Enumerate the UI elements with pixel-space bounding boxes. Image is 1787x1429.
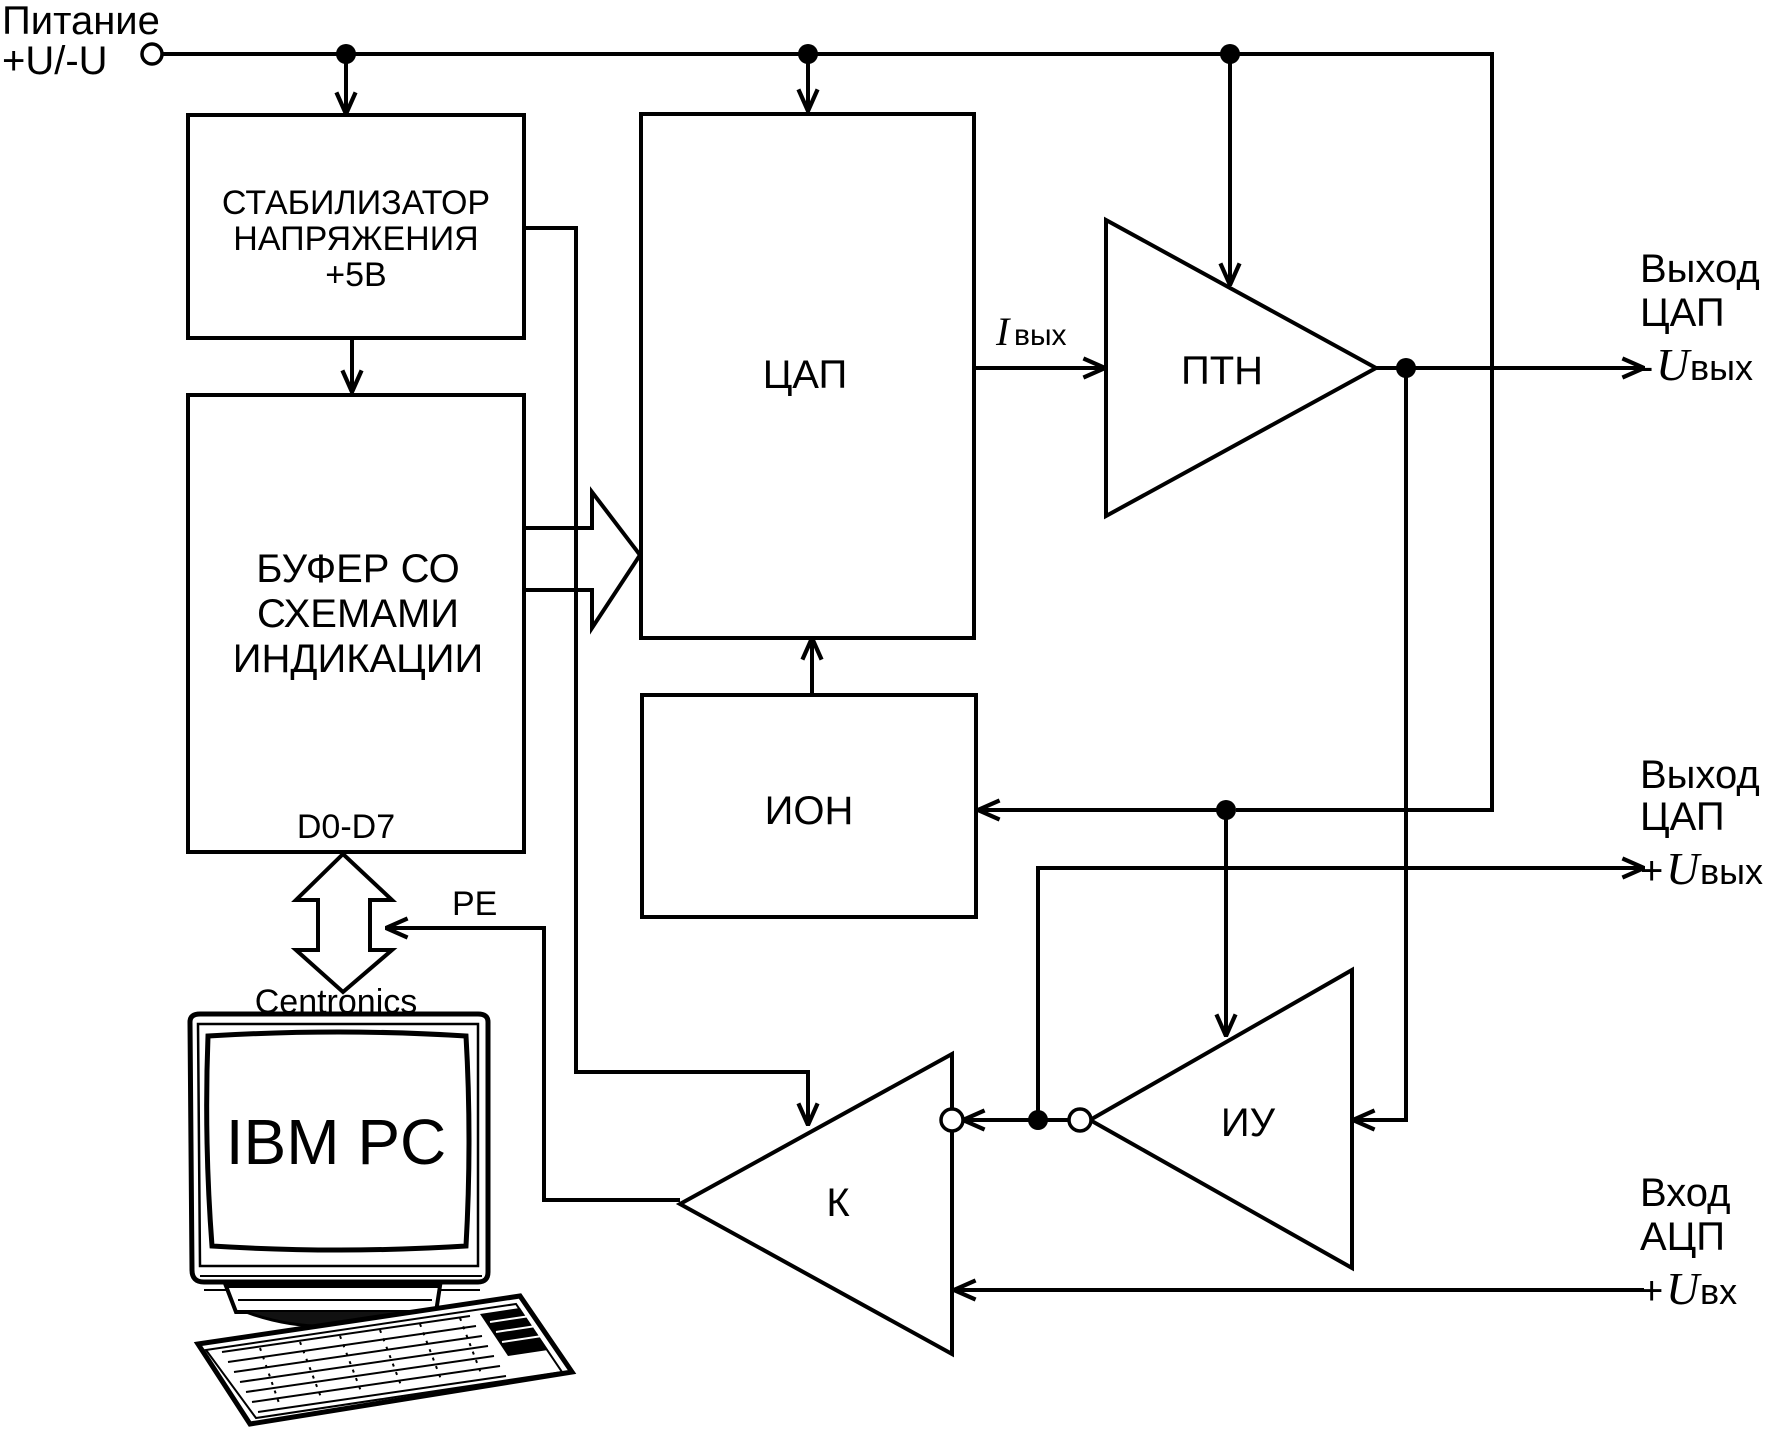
stabilizer-block: СТАБИЛИЗАТОР НАПРЯЖЕНИЯ +5В	[186, 113, 526, 340]
power-rail-wire	[162, 52, 1494, 812]
output-dac-neg-symbol: U	[1656, 339, 1692, 390]
power-input: Питание +U/-U	[2, 0, 164, 83]
power-rail	[162, 44, 1494, 812]
input-adc: Вход АЦП + U вх	[1640, 1171, 1737, 1314]
buffer-label-line3: ИНДИКАЦИИ	[233, 637, 484, 681]
output-dac-pos-sub: вых	[1700, 851, 1763, 892]
output-dac-neg-line2: ЦАП	[1640, 291, 1725, 335]
stabilizer-label-line3: +5В	[325, 256, 386, 294]
output-dac-pos-symbol: U	[1666, 843, 1702, 894]
output-dac-pos-sign: +	[1640, 849, 1663, 893]
keyboard-keys	[221, 1315, 507, 1413]
comparator: К	[675, 1050, 965, 1358]
comparator-label: К	[826, 1181, 850, 1225]
iu-label: ИУ	[1221, 1101, 1276, 1145]
iu-to-dac-pos-output	[1036, 868, 1644, 1120]
buffer-pins-label: D0-D7	[297, 808, 395, 846]
power-terminal	[140, 42, 164, 66]
power-label-line1: Питание	[2, 0, 160, 43]
dac-label: ЦАП	[763, 353, 848, 397]
centronics-bus-arrow	[290, 851, 398, 995]
iout-subscript: вых	[1014, 319, 1067, 352]
ref-block: ИОН	[640, 693, 978, 919]
iu-amplifier: ИУ	[1067, 966, 1354, 1272]
ptn-amplifier: ПТН	[1104, 216, 1381, 520]
junction-dot	[1220, 44, 1240, 64]
stabilizer-label-line2: НАПРЯЖЕНИЯ	[233, 220, 478, 258]
stabilizer-to-comparator	[524, 226, 808, 1125]
monitor-screen	[204, 1029, 472, 1253]
ptn-output-to-iu	[1353, 368, 1408, 1120]
ptn-label: ПТН	[1181, 349, 1263, 393]
output-dac-pos: Выход ЦАП + U вых	[1640, 753, 1763, 894]
output-dac-neg-line1: Выход	[1640, 247, 1760, 291]
output-dac-neg-sub: вых	[1690, 347, 1753, 388]
input-adc-line2: АЦП	[1640, 1215, 1725, 1259]
dac-block: ЦАП	[639, 112, 976, 640]
pe-line	[386, 928, 680, 1202]
buffer-label-line1: БУФЕР СО	[256, 547, 459, 591]
iu-inverting-output	[1067, 1107, 1093, 1133]
computer-illustration: IBM PC	[187, 1011, 577, 1427]
ref-label: ИОН	[765, 789, 854, 833]
iout-symbol: I	[995, 309, 1011, 354]
stabilizer-label-line1: СТАБИЛИЗАТОР	[222, 184, 490, 222]
junction-dot	[336, 44, 356, 64]
buffer-label-line2: СХЕМАМИ	[257, 592, 459, 636]
input-adc-line1: Вход	[1640, 1171, 1731, 1215]
computer-label: IBM PC	[226, 1106, 446, 1178]
output-dac-neg-sign: -	[1640, 345, 1653, 389]
buffer-block: БУФЕР СО СХЕМАМИ ИНДИКАЦИИ D0-D7	[186, 393, 526, 854]
input-adc-sub: вх	[1700, 1271, 1737, 1312]
output-dac-neg: Выход ЦАП - U вых	[1640, 247, 1760, 390]
input-adc-sign: +	[1640, 1269, 1663, 1313]
output-dac-pos-line2: ЦАП	[1640, 795, 1725, 839]
power-label-line2: +U/-U	[2, 39, 108, 83]
input-adc-symbol: U	[1666, 1263, 1702, 1314]
output-dac-pos-line1: Выход	[1640, 753, 1760, 797]
iout-label: I вых	[995, 309, 1067, 354]
junction-dot	[798, 44, 818, 64]
pe-label: PE	[452, 885, 497, 923]
comparator-inverting-input	[939, 1107, 965, 1133]
data-bus-arrow	[524, 486, 643, 635]
